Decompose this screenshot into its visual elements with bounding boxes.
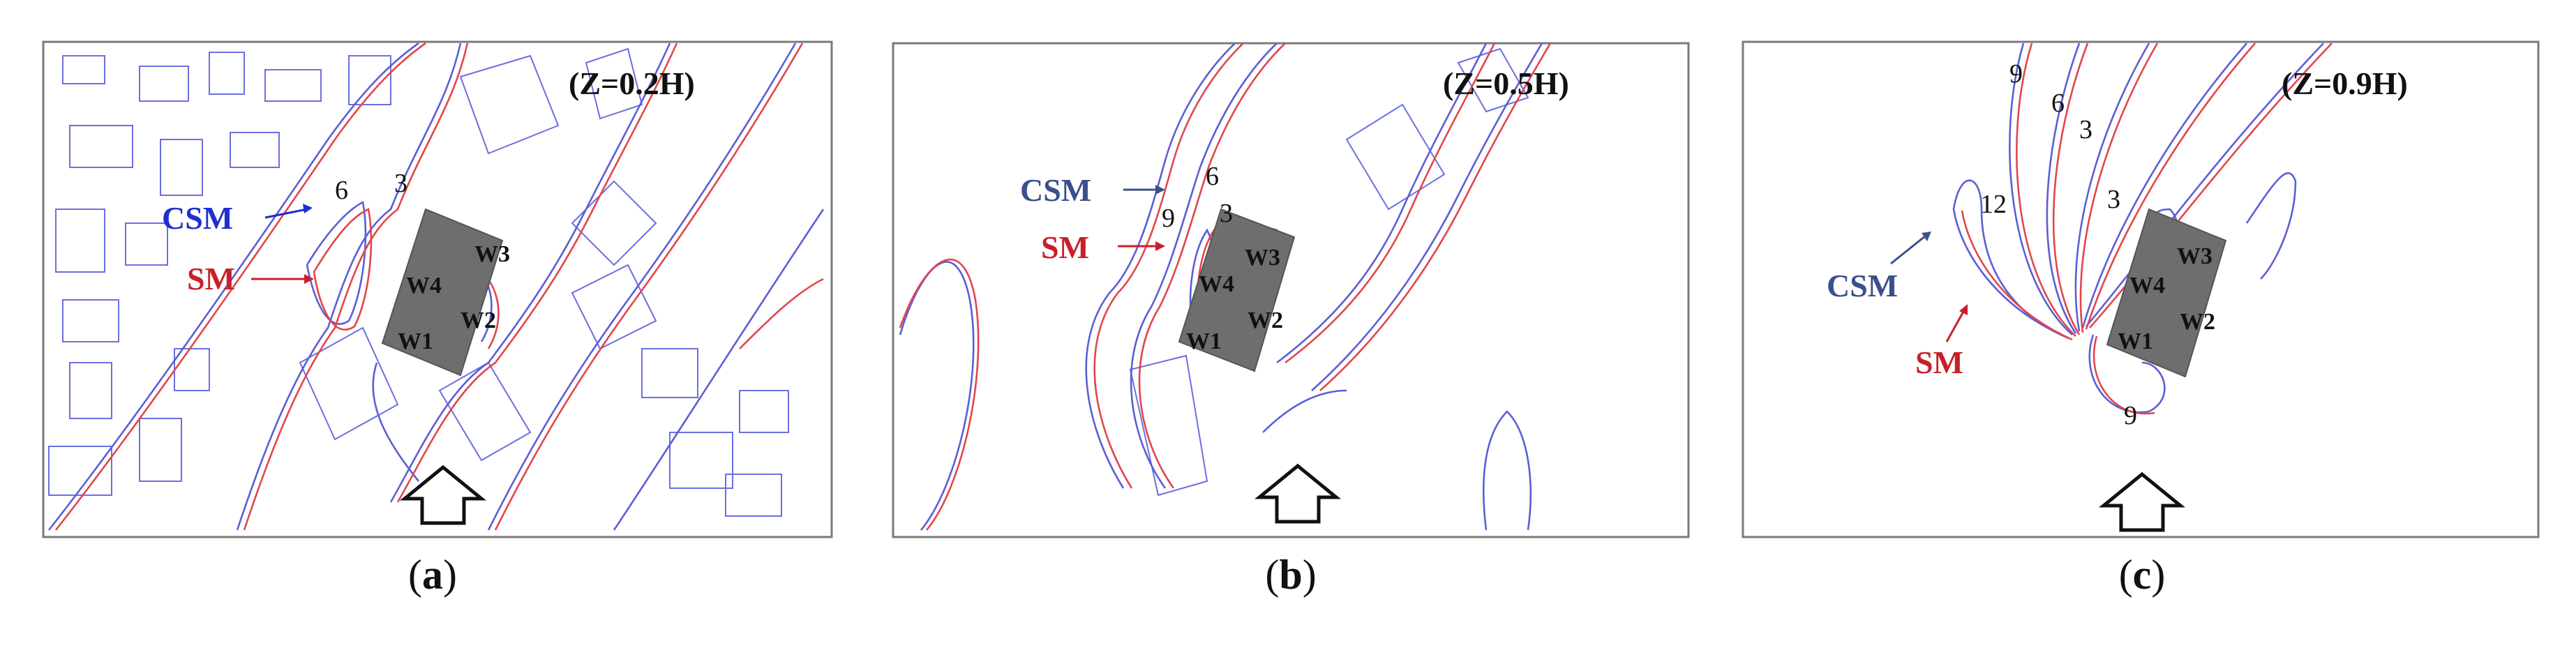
csm-label: CSM — [162, 200, 233, 236]
wall-label-w1: W1 — [1186, 328, 1222, 354]
panel-c-plot: W1 W2 W3 W4 9 6 3 12 3 9 (Z=0.9H) CSM SM — [1742, 40, 2540, 538]
contour-lines-csm — [1952, 43, 2324, 414]
contour-label: 9 — [2009, 59, 2023, 89]
wall-label-w3: W3 — [2177, 243, 2212, 269]
wall-label-w4: W4 — [406, 273, 442, 298]
arrowhead-icon — [304, 274, 314, 284]
caption-letter: a — [422, 552, 443, 598]
contour-label: 9 — [2124, 401, 2137, 430]
panel-caption: (b) — [1265, 552, 1317, 598]
contour-label: 9 — [1162, 204, 1175, 233]
arrowhead-icon — [1959, 304, 1968, 315]
wall-label-w4: W4 — [1199, 271, 1234, 297]
height-label: (Z=0.9H) — [2282, 66, 2408, 101]
wind-direction-arrow-icon — [1254, 463, 1342, 524]
arrowhead-icon — [1922, 232, 1931, 241]
plot-frame — [892, 42, 1690, 538]
caption-letter: b — [1279, 552, 1303, 598]
wall-label-w3: W3 — [1245, 245, 1280, 271]
arrowhead-icon — [1155, 241, 1165, 251]
csm-label: CSM — [1827, 268, 1898, 303]
wall-label-w1: W1 — [398, 328, 433, 354]
csm-arrow-icon — [264, 208, 308, 219]
sm-label: SM — [187, 261, 235, 296]
wall-label-w1: W1 — [2118, 328, 2153, 354]
panel-caption: (c) — [2118, 552, 2166, 598]
panel-a-plot: W1 W2 W3 W4 6 3 (Z=0.2H) CSM SM — [42, 40, 833, 538]
wall-label-w2: W2 — [2180, 309, 2215, 335]
caption-letter: c — [2132, 552, 2152, 598]
contour-label: 12 — [1980, 190, 2007, 219]
contour-label: 3 — [394, 169, 407, 198]
target-building — [1178, 208, 1296, 372]
sm-label: SM — [1915, 345, 1963, 380]
contour-label: 3 — [2107, 185, 2120, 214]
sm-label: SM — [1041, 229, 1089, 265]
wall-label-w2: W2 — [1248, 308, 1283, 333]
contour-label: 3 — [1220, 199, 1233, 228]
arrowhead-icon — [1155, 185, 1165, 195]
panel-b: W1 W2 W3 W4 9 6 3 (Z=0.5H) CSM SM (b) — [858, 0, 1716, 650]
csm-label: CSM — [1020, 172, 1091, 208]
contour-lines-sm — [54, 42, 824, 531]
surrounding-buildings — [1129, 47, 1529, 497]
height-label: (Z=0.2H) — [569, 66, 695, 101]
wind-direction-arrow-icon — [399, 464, 487, 525]
contour-label: 6 — [335, 176, 348, 205]
wall-label-w3: W3 — [474, 241, 510, 267]
contour-lines-csm — [47, 42, 825, 531]
contour-label: 3 — [2079, 115, 2092, 144]
target-building — [381, 208, 504, 377]
contour-label: 6 — [1206, 162, 1219, 191]
target-building — [2106, 208, 2227, 378]
panel-c: W1 W2 W3 W4 9 6 3 12 3 9 (Z=0.9H) CSM SM… — [1716, 0, 2576, 650]
arrowhead-icon — [303, 204, 313, 213]
panel-a: W1 W2 W3 W4 6 3 (Z=0.2H) CSM SM (a) — [0, 0, 858, 650]
panel-b-plot: W1 W2 W3 W4 9 6 3 (Z=0.5H) CSM SM — [892, 42, 1690, 538]
contour-lines-sm — [1961, 43, 2332, 415]
csm-arrow-icon — [1890, 234, 1926, 265]
sm-arrow-icon — [1945, 310, 1965, 342]
panel-caption: (a) — [408, 552, 457, 598]
height-label: (Z=0.5H) — [1443, 66, 1569, 101]
contour-label: 6 — [2051, 89, 2065, 118]
wall-label-w4: W4 — [2129, 273, 2165, 298]
wall-label-w2: W2 — [460, 308, 496, 333]
wind-direction-arrow-icon — [2098, 471, 2186, 532]
surrounding-buildings — [48, 47, 789, 517]
